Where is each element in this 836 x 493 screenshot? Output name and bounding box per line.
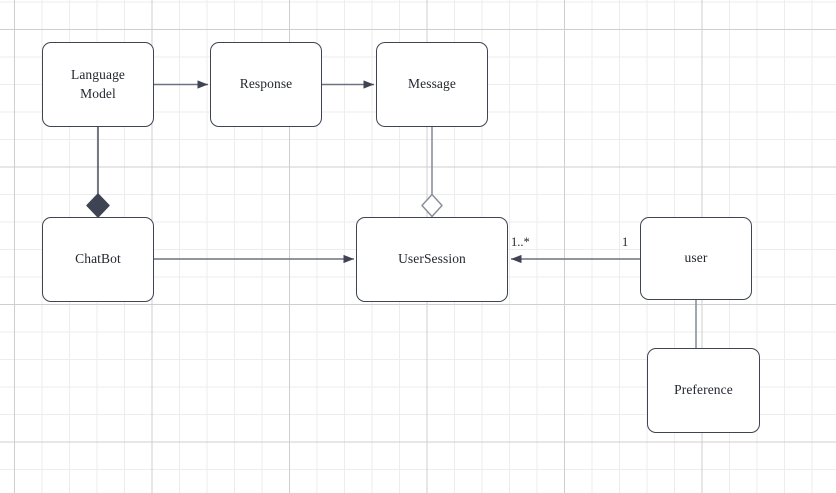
- node-usersession-label: UserSession: [398, 251, 466, 267]
- multiplicity-usersession: 1..*: [511, 235, 530, 249]
- node-usersession[interactable]: UserSession: [356, 217, 508, 302]
- node-message-label: Message: [408, 76, 456, 92]
- node-chatbot-label: ChatBot: [75, 251, 121, 267]
- node-language-model-label: Language Model: [70, 67, 126, 101]
- node-preference[interactable]: Preference: [647, 348, 760, 433]
- multiplicity-user: 1: [622, 235, 629, 249]
- node-user-label: user: [684, 250, 708, 266]
- node-preference-label: Preference: [674, 382, 733, 398]
- edge-chatbot-to-language-model: [86, 127, 110, 218]
- filled-diamond-icon: [86, 193, 110, 218]
- edge-usersession-to-message: [421, 127, 443, 218]
- node-response-label: Response: [239, 76, 293, 92]
- node-message[interactable]: Message: [376, 42, 488, 127]
- node-language-model[interactable]: Language Model: [42, 42, 154, 127]
- node-chatbot[interactable]: ChatBot: [42, 217, 154, 302]
- node-response[interactable]: Response: [210, 42, 322, 127]
- node-user[interactable]: user: [640, 217, 752, 300]
- hollow-diamond-icon: [421, 193, 443, 218]
